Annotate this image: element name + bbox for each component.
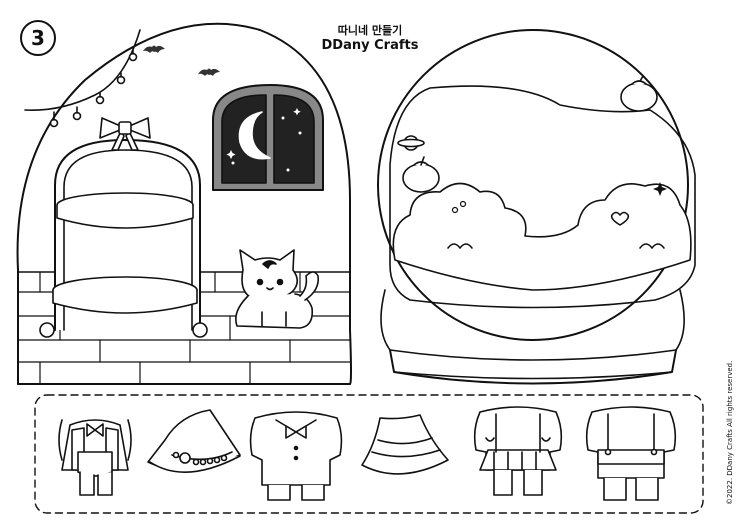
overalls-outfit-icon [585, 406, 677, 501]
page-number-badge: 3 [20, 20, 56, 56]
maid-outfit-icon [58, 419, 132, 496]
left-globe [16, 22, 352, 385]
stars-icon [226, 108, 302, 172]
sparkle-icon [451, 182, 667, 214]
title-korean: 따니네 만들기 [337, 24, 403, 37]
copyright-notice: ©2022. DDany Crafts All rights reserved. [726, 360, 734, 505]
planet-icon [397, 135, 425, 151]
bow-icon [99, 117, 151, 151]
striped-witch-hat-icon [361, 414, 449, 475]
cat-icon [235, 249, 320, 329]
suit-outfit-icon [249, 411, 343, 501]
tiered-stand-icon [39, 139, 208, 338]
crescent-moon-icon [238, 111, 271, 160]
witch-hat-icon [147, 409, 241, 473]
dress-outfit-icon [473, 406, 563, 496]
string-lights-icon [24, 29, 141, 128]
cutout-area [34, 394, 704, 514]
title-english: DDany Crafts [321, 38, 419, 53]
heart-icon [610, 211, 630, 226]
arched-window-icon [212, 84, 324, 191]
bat-icon [143, 45, 220, 76]
pumpkin-icon [402, 75, 658, 193]
cloud-icon [392, 182, 692, 291]
